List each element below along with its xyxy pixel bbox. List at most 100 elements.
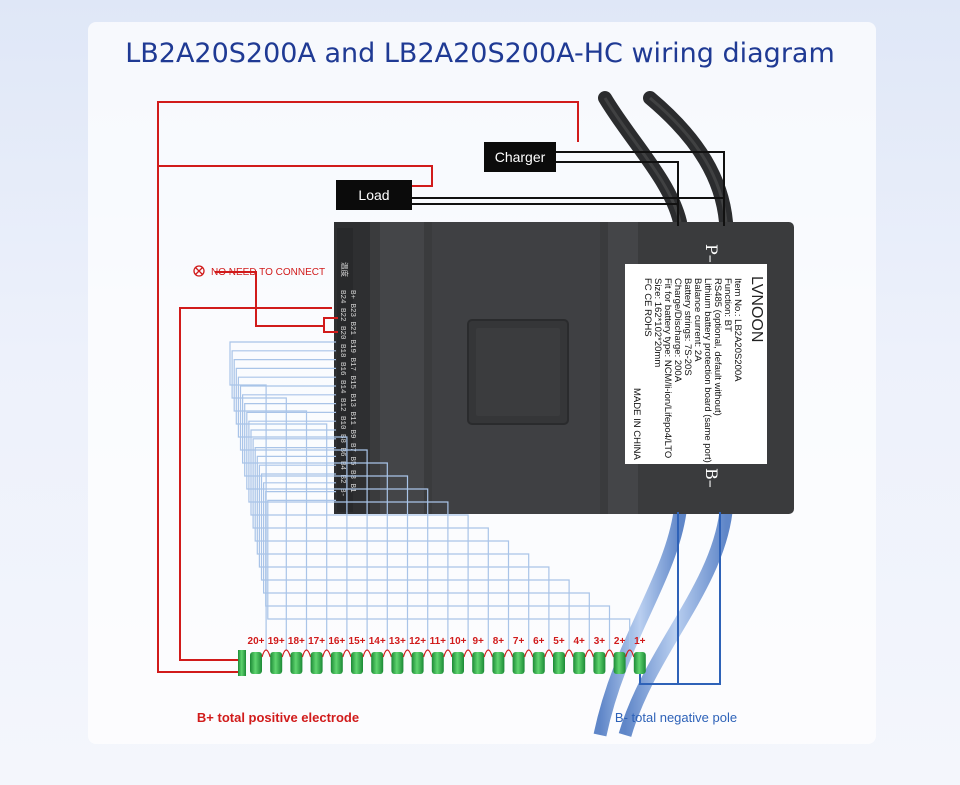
balance-wire — [250, 429, 469, 650]
cell-number-label: 10+ — [450, 636, 467, 647]
label-line: Battery strings: 7S-20S — [682, 278, 693, 376]
header-pin-labels: 温度 B+ B23 B21 B19 B17 B15 B13 B11 B9 B7 … — [338, 262, 356, 497]
balance-wire — [265, 491, 611, 650]
cell-link — [584, 649, 594, 658]
balance-wire — [233, 359, 336, 650]
b-minus-wires — [639, 512, 721, 685]
battery-cell — [290, 652, 303, 674]
label-line: Item No.: LB2A20S200A — [732, 278, 743, 382]
header-row-odd: B+ B23 B21 B19 B17 B15 B13 B11 B9 B7 B5 … — [348, 290, 356, 493]
cell-link — [604, 649, 615, 658]
cell-link — [382, 649, 392, 658]
balance-wire — [239, 385, 368, 650]
battery-cell — [512, 652, 525, 674]
battery-cell — [532, 652, 545, 674]
battery-cell — [613, 652, 626, 674]
cell-number-label: 3+ — [594, 636, 606, 647]
battery-cell — [553, 652, 565, 674]
balance-wire — [235, 367, 336, 650]
cell-number-label: 5+ — [553, 636, 565, 647]
battery-cell — [270, 652, 283, 674]
balance-wire — [256, 455, 530, 650]
cell-number-label: 19+ — [268, 636, 285, 647]
load-box: Load — [336, 180, 412, 210]
label-line: Function: BT — [722, 278, 733, 332]
no-connect-icon — [193, 265, 205, 277]
blue-cables — [593, 511, 733, 737]
battery-cells: 20+19+18+17+16+15+14+13+12+11+10+9+8+7+6… — [238, 636, 646, 676]
cell-link — [544, 649, 554, 658]
balance-wire — [229, 341, 336, 650]
cell-link — [362, 649, 372, 658]
label-line: Lithium battery protection board (same p… — [702, 278, 713, 463]
cell-number-label: 6+ — [533, 636, 545, 647]
balance-wire — [258, 464, 550, 650]
label-line: FC CE ROHS — [642, 278, 653, 337]
battery-cell — [371, 652, 384, 674]
label-line: Balance current: 2A — [692, 278, 703, 362]
cell-link — [423, 649, 433, 658]
cell-number-label: 18+ — [288, 636, 305, 647]
cell-number-label: 11+ — [430, 636, 447, 647]
b-minus-label: B- total negative pole — [615, 710, 737, 725]
balance-wire — [244, 403, 409, 650]
battery-cell — [391, 652, 404, 674]
balance-wire — [254, 447, 510, 650]
cell-number-label: 15+ — [349, 636, 366, 647]
label-line: Fit for battery type: NCM/li-ion/Lifepo4… — [662, 278, 673, 458]
cell-number-label: 9+ — [472, 636, 484, 647]
label-made-in: MADE IN CHINA — [631, 388, 642, 460]
charger-box: Charger — [484, 142, 556, 172]
label-line: RS485 (optional, default without) — [712, 278, 723, 416]
cell-number-label: 16+ — [328, 636, 345, 647]
battery-cell — [633, 652, 646, 674]
cell-number-label: 12+ — [409, 636, 426, 647]
charger-label: Charger — [495, 149, 546, 165]
battery-cell — [351, 652, 363, 674]
p-minus-wires — [412, 151, 725, 226]
balance-wire — [237, 376, 348, 650]
battery-cell — [593, 652, 606, 674]
cell-link — [625, 649, 635, 658]
cell-number-label: 17+ — [308, 636, 325, 647]
page-title: LB2A20S200A and LB2A20S200A-HC wiring di… — [125, 38, 835, 69]
cell-number-label: 4+ — [573, 636, 585, 647]
balance-wire — [252, 438, 489, 650]
balance-wire — [260, 473, 570, 650]
battery-cell — [310, 652, 323, 674]
cell-number-label: 13+ — [389, 636, 406, 647]
battery-cell — [573, 652, 586, 674]
balance-wire — [267, 499, 631, 650]
cell-number-label: 8+ — [493, 636, 505, 647]
cell-number-label: 20+ — [248, 636, 265, 647]
label-line: Size: 162*102*20mm — [652, 278, 663, 367]
label-line: Charge/Discharge: 200A — [672, 278, 683, 383]
header-row-even: B24 B22 B20 B18 B16 B14 B12 B10 B8 B6 B4… — [338, 290, 346, 497]
no-need-to-connect-label: NO NEED TO CONNECT — [211, 267, 325, 278]
cell-number-label: 7+ — [513, 636, 525, 647]
cell-link — [443, 649, 453, 658]
cell-link — [402, 649, 413, 658]
cell-link — [564, 649, 574, 658]
load-label: Load — [358, 187, 389, 203]
cell-number-label: 1+ — [634, 636, 646, 647]
cell-link — [483, 649, 493, 658]
cell-link — [342, 649, 352, 658]
cell-link — [463, 649, 473, 658]
cell-link — [503, 649, 514, 658]
balance-wire — [263, 482, 590, 650]
port-p-minus: P– — [702, 244, 721, 263]
balance-wire — [248, 420, 449, 650]
label-brand: LVNOON — [748, 276, 765, 342]
port-b-minus: B– — [702, 468, 721, 488]
cell-link — [524, 649, 534, 658]
cell-number-label: 2+ — [614, 636, 626, 647]
cell-link — [281, 649, 291, 658]
battery-cell — [238, 650, 246, 676]
cell-link — [322, 649, 332, 658]
battery-cell — [411, 652, 424, 674]
battery-cell — [250, 652, 262, 674]
balance-wire — [246, 411, 429, 650]
